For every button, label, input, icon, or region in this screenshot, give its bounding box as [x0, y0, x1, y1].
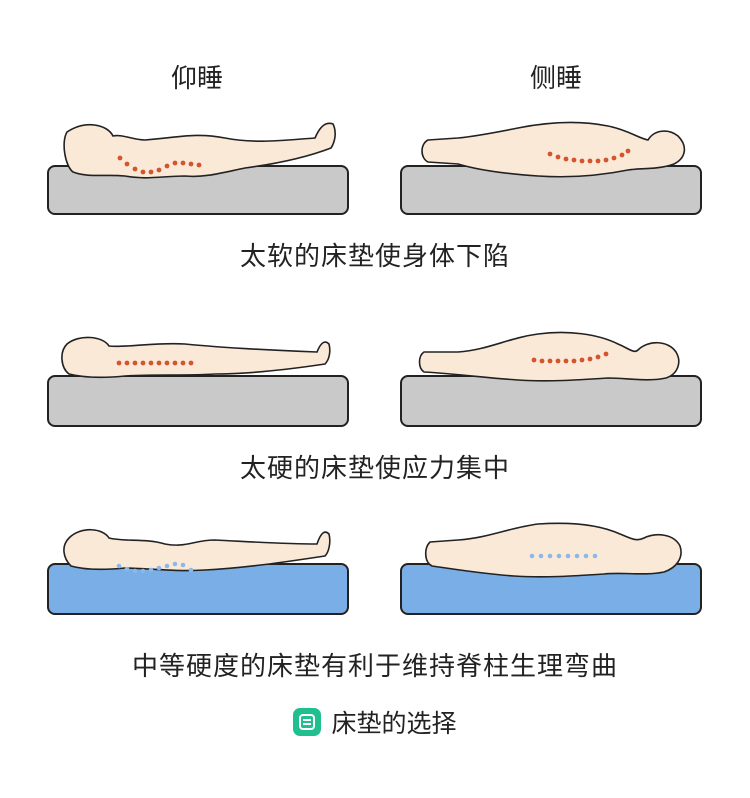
- column-title-side: 侧睡: [529, 64, 582, 94]
- soft-supine-illustration: [45, 118, 355, 218]
- soft-side-illustration: [398, 118, 708, 218]
- brand-footer: 床垫的选择: [0, 704, 750, 740]
- hard-supine-illustration: [45, 330, 355, 430]
- caption-medium: 中等硬度的床垫有利于维持脊柱生理弯曲: [131, 652, 618, 682]
- column-title-supine: 仰睡: [170, 64, 223, 94]
- medium-supine-illustration: [45, 518, 355, 618]
- hard-side-illustration: [398, 330, 708, 430]
- caption-too-hard: 太硬的床垫使应力集中: [239, 454, 510, 484]
- brand-label: 床垫的选择: [331, 709, 457, 738]
- caption-too-soft: 太软的床垫使身体下陷: [239, 242, 510, 272]
- mattress-logo-icon: [293, 708, 322, 736]
- medium-side-illustration: [398, 518, 708, 618]
